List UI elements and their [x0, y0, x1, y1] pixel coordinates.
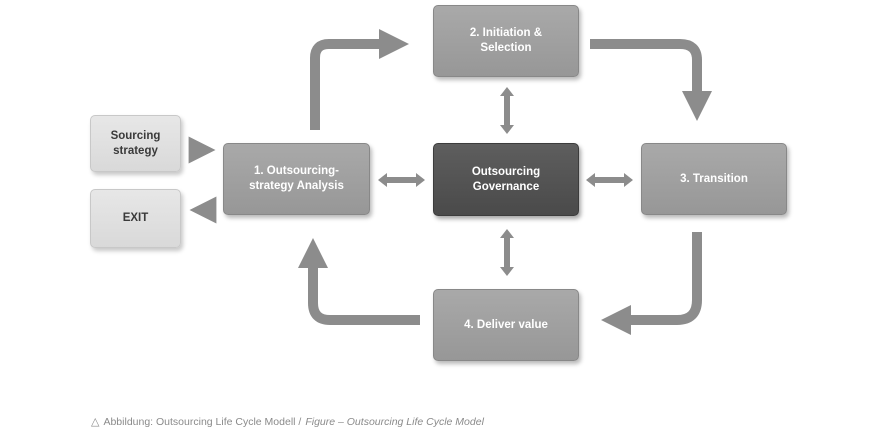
arrow-initiation-to-transition: [590, 39, 712, 121]
figure-caption: △ Abbildung: Outsourcing Life Cycle Mode…: [91, 415, 484, 429]
box-exit: EXIT: [90, 189, 181, 248]
arrow-analysis-to-initiation: [310, 29, 409, 130]
double-arrow-initiation-governance: [500, 87, 514, 134]
governance-connectors: [378, 87, 633, 276]
box-deliver-value: 4. Deliver value: [433, 289, 579, 361]
box-outsourcing-governance: Outsourcing Governance: [433, 143, 579, 216]
caption-german: Abbildung: Outsourcing Life Cycle Modell…: [103, 415, 302, 428]
arrow-transition-to-deliver: [601, 232, 702, 335]
box-initiation-selection: 2. Initiation & Selection: [433, 5, 579, 77]
triangle-outline-icon: △: [91, 416, 100, 428]
box-transition: 3. Transition: [641, 143, 787, 215]
double-arrow-governance-transition: [586, 173, 633, 187]
double-arrow-governance-deliver: [500, 229, 514, 276]
box-outsourcing-strategy-analysis: 1. Outsourcing- strategy Analysis: [223, 143, 370, 215]
caption-english: Figure – Outsourcing Life Cycle Model: [305, 415, 484, 428]
box-sourcing-strategy: Sourcing strategy: [90, 115, 181, 172]
arrow-deliver-to-analysis: [298, 238, 420, 325]
double-arrow-analysis-governance: [378, 173, 425, 187]
